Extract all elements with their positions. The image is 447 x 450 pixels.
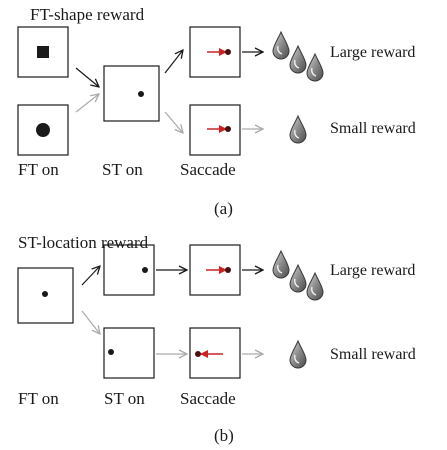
saccade-screen-small bbox=[189, 104, 241, 156]
arrow-ft-to-st-right bbox=[81, 266, 100, 286]
saccade-endpoint-right bbox=[225, 267, 231, 273]
panel-b-title: ST-location reward bbox=[18, 233, 149, 252]
saccade-endpoint-small bbox=[225, 126, 231, 132]
saccade-endpoint-large bbox=[225, 49, 231, 55]
panel-b-caption: (b) bbox=[214, 426, 234, 445]
circle-fixation-target bbox=[36, 123, 50, 137]
panel-b bbox=[17, 244, 324, 379]
large-reward-drops bbox=[272, 31, 324, 82]
panel-a-small-reward-label: Small reward bbox=[330, 120, 416, 137]
panel-b-col-label-saccade: Saccade bbox=[180, 389, 236, 408]
saccade-target-left bbox=[108, 349, 114, 355]
small-reward-drop-b bbox=[289, 340, 307, 369]
arrow-ft-circle-to-st bbox=[75, 94, 99, 113]
st-on-screen bbox=[103, 65, 160, 122]
arrow-st-to-saccade-large bbox=[164, 50, 183, 74]
panel-a-caption: (a) bbox=[214, 199, 233, 218]
small-reward-drop bbox=[289, 115, 307, 144]
panel-a-col-label-saccade: Saccade bbox=[180, 160, 236, 179]
arrow-ft-square-to-st bbox=[75, 67, 99, 87]
panel-a-title: FT-shape reward bbox=[30, 5, 145, 24]
panel-b-col-label-ft-on: FT on bbox=[18, 389, 59, 408]
arrow-st-to-saccade-small bbox=[164, 111, 183, 133]
saccade-endpoint-left bbox=[195, 351, 201, 357]
saccade-target-right bbox=[142, 267, 148, 273]
arrow-ft-to-st-left bbox=[81, 310, 100, 334]
panel-a bbox=[17, 26, 324, 156]
saccade-target bbox=[138, 91, 144, 97]
large-reward-drops-b bbox=[272, 250, 324, 301]
panel-a-large-reward-label: Large reward bbox=[330, 44, 416, 61]
fixation-target-b bbox=[42, 291, 48, 297]
panel-b-large-reward-label: Large reward bbox=[330, 262, 416, 279]
panel-b-small-reward-label: Small reward bbox=[330, 346, 416, 363]
square-fixation-target bbox=[37, 46, 49, 58]
panel-a-col-label-st-on: ST on bbox=[102, 160, 143, 179]
panel-b-col-label-st-on: ST on bbox=[104, 389, 145, 408]
panel-a-col-label-ft-on: FT on bbox=[18, 160, 59, 179]
